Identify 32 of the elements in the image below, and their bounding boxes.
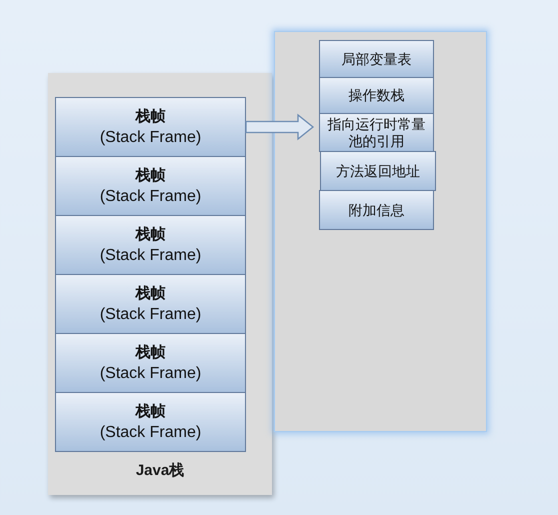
stack-frame-box [55,333,246,393]
stack-frame-box [55,274,246,334]
frame-label: (Stack Frame) [100,304,202,324]
frame-label: (Stack Frame) [100,128,202,148]
stack-frame-box [55,215,246,275]
frame-title: 栈帧 [136,224,166,244]
detail-panel [274,31,487,432]
box-label: 局部变量表 [342,50,412,68]
frame-part-box [319,113,434,152]
frame-part-box [319,190,434,230]
frame-part-box [320,151,436,191]
frame-part-box [319,77,434,114]
frame-title: 栈帧 [136,342,166,362]
frame-label: (Stack Frame) [100,364,202,384]
stack-frame-box [55,97,246,157]
frame-label: (Stack Frame) [100,246,202,266]
frame-title: 栈帧 [136,402,166,422]
frame-title: 栈帧 [136,284,166,304]
box-label: 操作数栈 [348,87,404,104]
frame-label: (Stack Frame) [100,422,202,442]
frame-label: (Stack Frame) [100,186,202,206]
frame-part-box [319,40,434,78]
box-label: 方法返回地址 [336,162,420,180]
stack-frame-box [55,156,246,216]
box-label: 附加信息 [348,202,404,218]
panel-title: Java栈 [136,462,184,481]
stack-frame-box [55,392,246,452]
frame-title: 栈帧 [136,166,166,186]
box-label: 指向运行时常量池的引用 [326,116,426,150]
block-arrow [245,114,314,140]
frame-title: 栈帧 [136,106,166,126]
stack-panel [48,73,272,495]
